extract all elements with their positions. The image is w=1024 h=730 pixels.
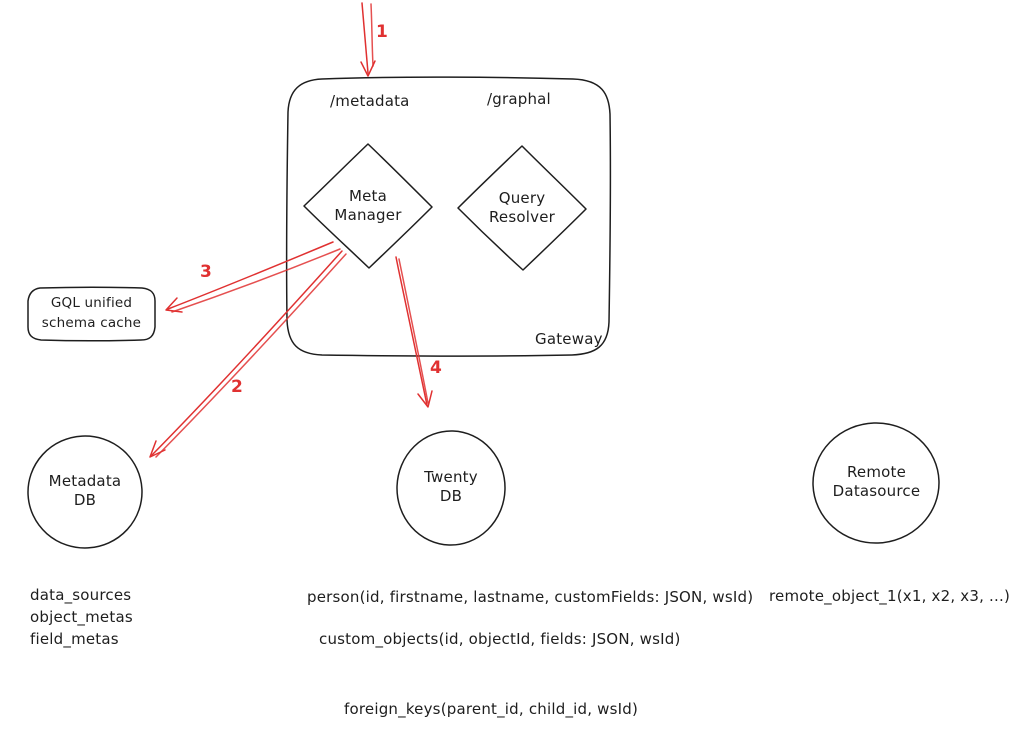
metadata-db-circle: [27, 435, 143, 549]
meta-manager-label: Meta Manager: [334, 187, 402, 224]
remote-datasource-table-remote-object: remote_object_1(x1, x2, x3, ...): [769, 587, 1011, 605]
twenty-db-circle: [396, 430, 506, 546]
query-resolver-diamond: [457, 145, 587, 271]
metadata-db-table-data-sources: data_sources: [30, 586, 132, 604]
arrow-1-label: 1: [376, 22, 389, 42]
endpoint-graphql-label: /graphal: [487, 90, 551, 108]
twenty-db-table-foreign-keys: foreign_keys(parent_id, child_id, wsId): [344, 700, 639, 718]
meta-manager-diamond: [303, 143, 433, 269]
endpoint-metadata-label: /metadata: [330, 92, 410, 110]
metadata-db-table-object-metas: object_metas: [30, 608, 133, 626]
twenty-db-label: Twenty DB: [424, 468, 478, 505]
arrow-4: [395, 256, 433, 408]
metadata-db-table-field-metas: field_metas: [30, 630, 119, 648]
arrow-1: [360, 2, 376, 77]
cache-label: GQL unified schema cache: [41, 295, 142, 331]
twenty-db-table-person: person(id, firstname, lastname, customFi…: [307, 588, 754, 606]
gateway-box: [285, 76, 612, 357]
metadata-db-label: Metadata DB: [48, 472, 122, 509]
query-resolver-label: Query Resolver: [488, 189, 555, 226]
arrow-2-label: 2: [231, 377, 244, 397]
twenty-db-table-custom-objects: custom_objects(id, objectId, fields: JSO…: [319, 630, 681, 648]
arrow-4-label: 4: [430, 358, 443, 378]
gateway-label: Gateway: [535, 330, 603, 348]
remote-datasource-label: Remote Datasource: [832, 463, 921, 500]
arrow-3-label: 3: [200, 262, 213, 282]
cache-box: [27, 286, 156, 342]
arrow-3: [165, 241, 341, 313]
remote-datasource-circle: [812, 422, 940, 544]
arrow-2: [149, 250, 347, 458]
